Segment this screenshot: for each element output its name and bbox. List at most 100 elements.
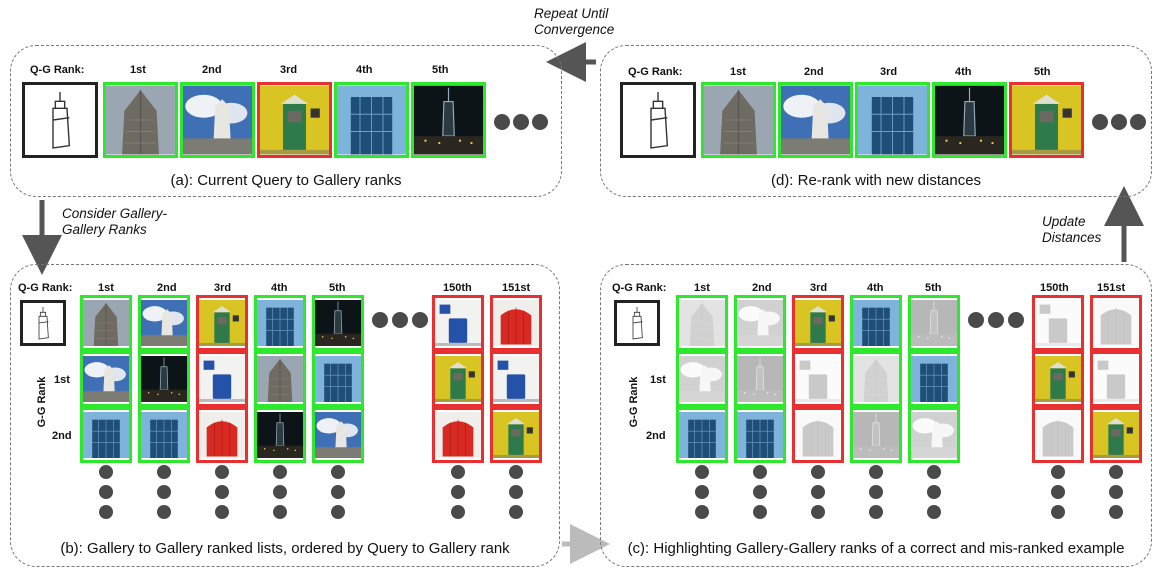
gallery-image-door_r (1090, 295, 1142, 351)
ellipsis-dot (215, 505, 229, 519)
gallery-image-night (254, 407, 306, 463)
gallery-image-glass (80, 407, 132, 463)
note-repeat: Repeat Until Convergence (534, 6, 615, 37)
gallery-image-night (312, 295, 364, 351)
rank-c-3: 3rd (810, 282, 828, 294)
gallery-image-tower (80, 295, 132, 351)
ellipsis-dot (157, 465, 171, 479)
gallery-image-door_r (432, 407, 484, 463)
gallery-image-glass (855, 82, 930, 158)
gallery-image-door_r (792, 407, 844, 463)
rank-b-150: 150th (443, 282, 472, 294)
ellipsis-dot (695, 465, 709, 479)
caption-b: (b): Gallery to Gallery ranked lists, or… (60, 540, 510, 557)
query-sketch-image (22, 82, 98, 158)
gallery-image-tower (701, 82, 776, 158)
gallery-image-door_b (1090, 351, 1142, 407)
gallery-image-glass (334, 82, 409, 158)
qg-label-b: Q-G Rank: (18, 282, 73, 294)
ellipsis-dot (392, 312, 408, 328)
rank-b-4: 4th (271, 282, 288, 294)
gallery-image-glass (850, 295, 902, 351)
rank-d-1: 1st (730, 66, 746, 78)
gallery-image-night (850, 407, 902, 463)
gallery-image-door_y (257, 82, 332, 158)
note-consider: Consider Gallery-Gallery Ranks (62, 206, 168, 237)
ellipsis-dot (215, 485, 229, 499)
ellipsis-dot (811, 485, 825, 499)
rank-b-1: 1st (98, 282, 114, 294)
ellipsis-dot (273, 465, 287, 479)
ellipsis-dot (927, 465, 941, 479)
ellipsis-dot (273, 485, 287, 499)
ellipsis-dot (1130, 114, 1146, 130)
ellipsis-dot (532, 114, 548, 130)
ellipsis-dot (869, 485, 883, 499)
rank-d-2: 2nd (804, 66, 824, 78)
query-sketch-image (20, 300, 66, 346)
query-sketch-image (620, 82, 696, 158)
gallery-image-glass (908, 351, 960, 407)
gallery-image-cloudtower (80, 351, 132, 407)
qg-label-a: Q-G Rank: (30, 64, 85, 76)
ellipsis-dot (695, 485, 709, 499)
rank-b-151: 151st (502, 282, 531, 294)
caption-c: (c): Highlighting Gallery-Gallery ranks … (627, 540, 1125, 557)
gallery-image-night (411, 82, 486, 158)
ellipsis-dot (494, 114, 510, 130)
gg-label-c: G-G Rank (628, 376, 640, 428)
rank-c-5: 5th (925, 282, 942, 294)
gallery-image-cloudtower (676, 351, 728, 407)
gallery-image-door_y (1032, 351, 1084, 407)
gallery-image-cloudtower (312, 407, 364, 463)
rank-c-2: 2nd (752, 282, 772, 294)
rank-a-1: 1st (130, 64, 146, 76)
ellipsis-dot (1051, 505, 1065, 519)
gallery-image-glass (734, 407, 786, 463)
rank-b-3: 3rd (214, 282, 232, 294)
gallery-image-door_b (196, 351, 248, 407)
gallery-image-door_y (432, 351, 484, 407)
ellipsis-dot (1008, 312, 1024, 328)
ellipsis-dot (1109, 465, 1123, 479)
ellipsis-dot (753, 505, 767, 519)
qg-label-c: Q-G Rank: (612, 282, 667, 294)
gallery-image-night (908, 295, 960, 351)
gallery-image-door_y (490, 407, 542, 463)
panel-d (600, 45, 1152, 197)
ellipsis-dot (513, 114, 529, 130)
ellipsis-dot (927, 485, 941, 499)
gg-label-b: G-G Rank (36, 376, 48, 428)
ellipsis-dot (215, 465, 229, 479)
gallery-image-door_b (792, 351, 844, 407)
gallery-image-tower (254, 351, 306, 407)
gallery-image-door_b (490, 351, 542, 407)
rank-a-2: 2nd (202, 64, 222, 76)
rank-c-4: 4th (867, 282, 884, 294)
ellipsis-dot (869, 465, 883, 479)
ellipsis-dot (988, 312, 1004, 328)
gallery-image-cloudtower (180, 82, 255, 158)
ellipsis-dot (753, 465, 767, 479)
gallery-image-door_y (1090, 407, 1142, 463)
ellipsis-dot (1109, 505, 1123, 519)
gg-row-c-2: 2nd (646, 430, 666, 442)
ellipsis-dot (331, 485, 345, 499)
ellipsis-dot (1092, 114, 1108, 130)
panel-a (10, 45, 562, 197)
panel-c (600, 264, 1152, 567)
gallery-image-door_b (432, 295, 484, 351)
gallery-image-tower (103, 82, 178, 158)
gallery-image-night (932, 82, 1007, 158)
rank-c-1: 1st (694, 282, 710, 294)
gallery-image-glass (138, 407, 190, 463)
ellipsis-dot (927, 505, 941, 519)
ellipsis-dot (968, 312, 984, 328)
ellipsis-dot (99, 505, 113, 519)
ellipsis-dot (451, 505, 465, 519)
ellipsis-dot (331, 465, 345, 479)
ellipsis-dot (811, 505, 825, 519)
rank-d-3: 3rd (880, 66, 898, 78)
ellipsis-dot (509, 505, 523, 519)
